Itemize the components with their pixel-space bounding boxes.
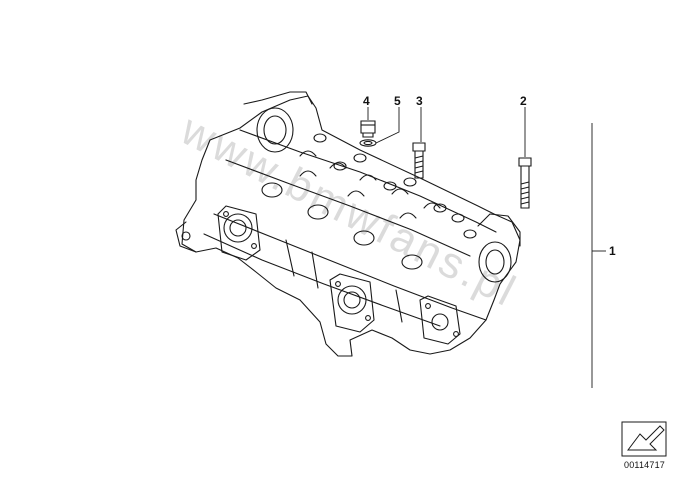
callout-3: 3 — [416, 94, 423, 108]
document-number: 00114717 — [624, 460, 665, 470]
ports — [223, 182, 449, 331]
leader-lines — [367, 107, 606, 388]
callout-2: 2 — [520, 94, 527, 108]
callout-1: 1 — [609, 244, 616, 258]
callout-4: 4 — [363, 94, 370, 108]
part-3-bolt — [412, 142, 426, 179]
leader-5 — [375, 107, 400, 144]
part-5-seal-ring — [359, 139, 377, 147]
watermark-text: www.bmwfans.pl — [173, 105, 526, 317]
top-bosses — [313, 133, 477, 239]
part-2-bolt — [518, 157, 532, 209]
document-symbol-icon — [621, 421, 667, 457]
part-4-plug — [360, 120, 376, 138]
cylinder-head — [175, 91, 521, 357]
cam-lobes — [299, 150, 441, 219]
callout-5: 5 — [394, 94, 401, 108]
